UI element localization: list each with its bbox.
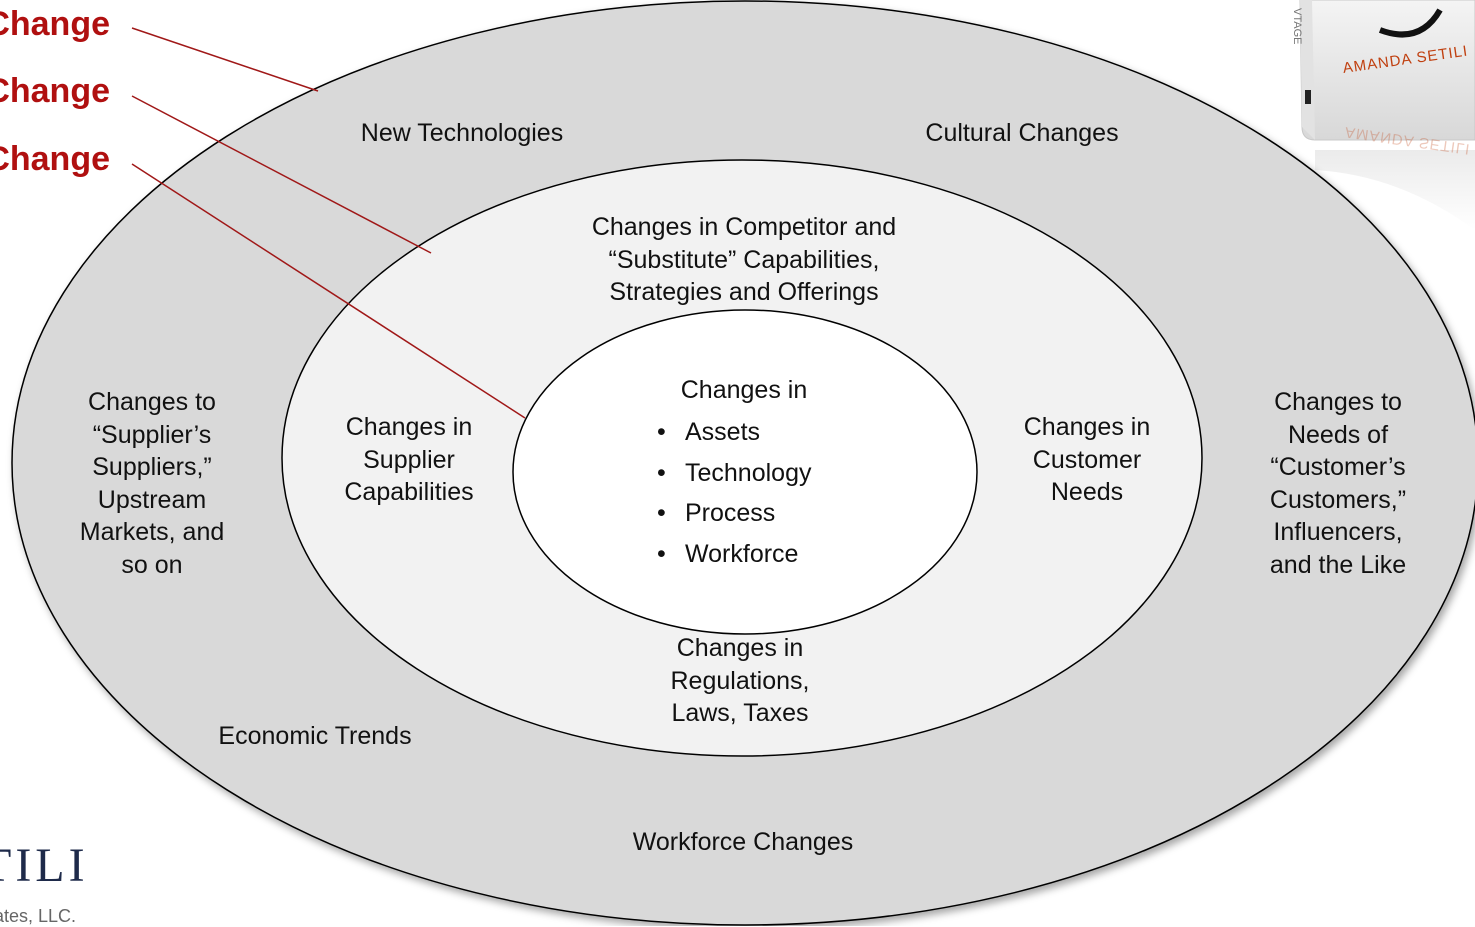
inner-core-item-workforce: Workforce (657, 534, 811, 575)
inner-core-item-technology: Technology (657, 453, 811, 494)
book-swoosh-graphic (1378, 8, 1443, 38)
inner-core-list: Assets Technology Process Workforce (657, 412, 811, 574)
book-spine-text: VTAGE (1291, 8, 1303, 45)
cultural-changes-label: Cultural Changes (925, 119, 1119, 147)
connector-line-middle (131, 95, 432, 254)
legend-label-middle: Change (0, 72, 110, 110)
regulations-label: Changes in Regulations, Laws, Taxes (670, 634, 810, 727)
book-cover-image (1299, 0, 1475, 230)
supplier-capabilities-label: Changes in Supplier Capabilities (344, 413, 474, 506)
inner-core-heading: Changes in (680, 376, 808, 404)
company-logo-name: TILI (0, 839, 89, 892)
upstream-markets-label: Changes to “Supplier’s Suppliers,” Upstr… (79, 388, 225, 579)
inner-core-item-assets: Assets (657, 412, 811, 453)
economic-trends-label: Economic Trends (218, 722, 412, 750)
book-reflection (1315, 150, 1475, 230)
competitor-changes-label: Changes in Competitor and “Substitute” C… (591, 213, 897, 306)
downstream-customers-label: Changes to Needs of “Customer’s Customer… (1269, 388, 1407, 579)
inner-core-item-process: Process (657, 493, 811, 534)
connector-line-outer (131, 27, 319, 92)
company-logo-tagline: ates, LLC. (0, 906, 77, 926)
new-technologies-label: New Technologies (360, 119, 564, 147)
customer-needs-label: Changes in Customer Needs (1023, 413, 1151, 506)
legend-label-inner: Change (0, 140, 110, 178)
workforce-changes-label: Workforce Changes (632, 828, 854, 856)
connector-line-inner (131, 163, 526, 419)
legend-label-outer: Change (0, 5, 110, 43)
